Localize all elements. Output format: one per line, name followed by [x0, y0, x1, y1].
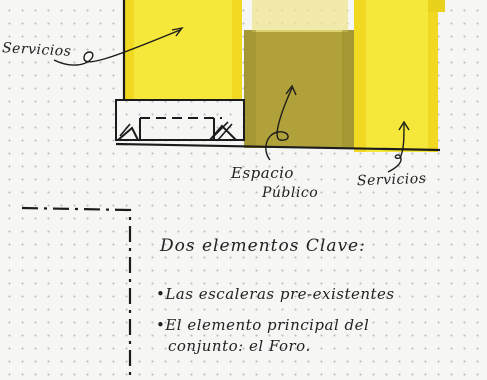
right-services-label: Servicios	[356, 170, 427, 190]
dash-dot-boundary	[21, 206, 132, 375]
notes-heading: Dos elementos Clave:	[160, 236, 366, 256]
existing-stairs-box	[115, 99, 245, 141]
public-space-label: Espacio	[231, 164, 294, 182]
public-space-label-2: Público	[262, 185, 319, 201]
left-leader-arrow	[53, 29, 181, 66]
right-leader-arrow	[387, 123, 405, 173]
note-bullet-forum-2: conjunto: el Foro.	[168, 337, 311, 355]
public-space-block	[244, 30, 354, 148]
ground-line	[115, 142, 441, 152]
public-space-leader-arrow	[265, 87, 293, 161]
left-service-block	[124, 0, 242, 100]
note-bullet-forum: •El elemento principal del	[156, 316, 370, 334]
note-bullet-stairs: •Las escaleras pre-existentes	[156, 285, 395, 303]
right-service-block	[354, 0, 438, 152]
